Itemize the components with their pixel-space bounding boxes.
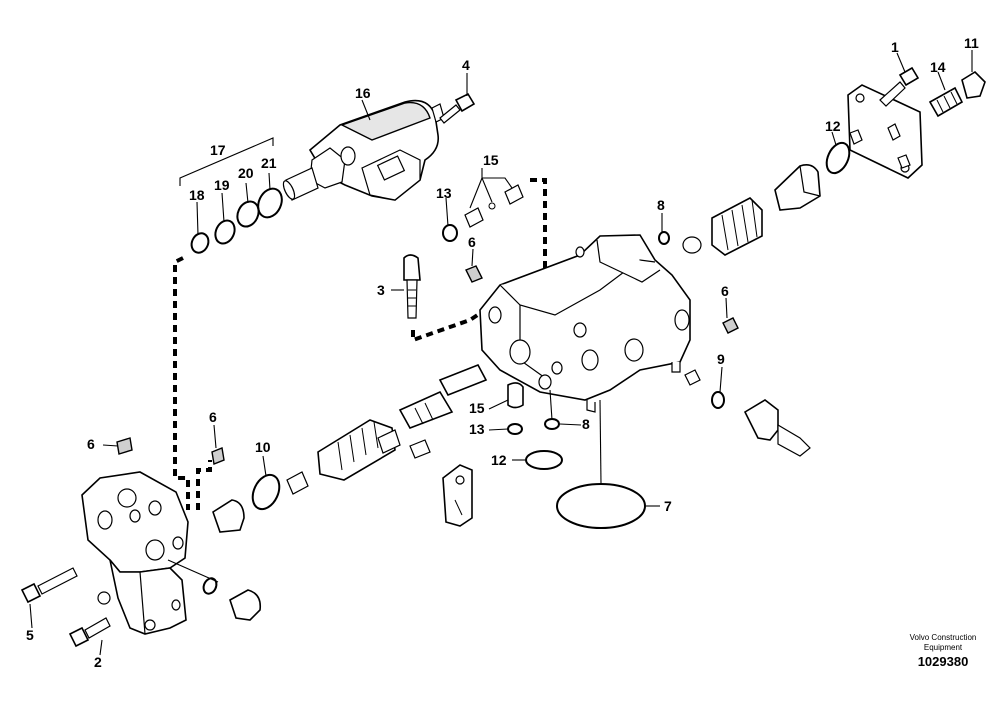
left-valve-block — [81, 471, 189, 635]
bolt-3 — [403, 254, 421, 319]
callout-18: 18 — [189, 187, 205, 203]
callout-16: 16 — [355, 85, 371, 101]
callout-5: 5 — [26, 627, 34, 643]
set-screw-14 — [928, 86, 964, 118]
callout-11: 11 — [964, 35, 979, 51]
spring-assembly — [658, 84, 923, 256]
callout-19: 19 — [214, 177, 230, 193]
callout-13-lower: 13 — [469, 421, 485, 437]
credit-line-2: Equipment — [923, 643, 963, 652]
callout-8-upper: 8 — [657, 197, 665, 213]
center-lower-parts — [507, 382, 646, 529]
nut-11 — [961, 70, 986, 99]
callout-4: 4 — [462, 57, 470, 73]
plug-6-upper — [465, 265, 483, 283]
bolt-5 — [20, 567, 78, 604]
group-bracket-17 — [179, 137, 274, 186]
bolt-1 — [879, 66, 920, 107]
callout-8-lower: 8 — [582, 416, 590, 432]
lever-bracket — [442, 464, 473, 527]
callout-6-upper: 6 — [468, 234, 476, 250]
callout-14: 14 — [930, 59, 946, 75]
callout-12-right: 12 — [825, 118, 841, 134]
callout-6-mid: 6 — [209, 409, 217, 425]
o-rings-17-set — [190, 187, 283, 254]
leader-lines — [29, 50, 973, 656]
main-valve-housing — [479, 234, 691, 413]
left-cap-parts — [167, 559, 262, 621]
callout-12-lower: 12 — [491, 452, 507, 468]
callout-6-left: 6 — [87, 436, 95, 452]
upper-insert-15 — [442, 184, 524, 242]
bolt-4 — [439, 92, 476, 124]
document-number: 1029380 — [917, 654, 969, 669]
plug-6-mid — [211, 447, 225, 465]
callout-1: 1 — [891, 39, 899, 55]
callout-20: 20 — [238, 165, 254, 181]
callout-13-upper: 13 — [436, 185, 452, 201]
callout-9: 9 — [717, 351, 725, 367]
callout-10: 10 — [255, 439, 271, 455]
spool-stack — [212, 363, 488, 533]
callout-15-lower: 15 — [469, 400, 485, 416]
callout-21: 21 — [261, 155, 277, 171]
right-lower-parts — [684, 317, 811, 457]
callout-17: 17 — [210, 142, 226, 158]
callout-3: 3 — [377, 282, 385, 298]
callout-2: 2 — [94, 654, 102, 670]
callout-7: 7 — [664, 498, 672, 514]
callout-15-upper: 15 — [483, 152, 499, 168]
callout-labels: 1 11 14 12 4 16 17 18 19 20 21 15 13 8 6… — [26, 35, 979, 670]
credit-line-1: Volvo Construction — [909, 633, 977, 642]
solenoid-valve — [282, 99, 445, 201]
plug-6-left — [116, 437, 133, 455]
callout-6-right: 6 — [721, 283, 729, 299]
manufacturer-credit: Volvo Construction Equipment — [888, 633, 998, 653]
bolt-2 — [68, 617, 111, 648]
